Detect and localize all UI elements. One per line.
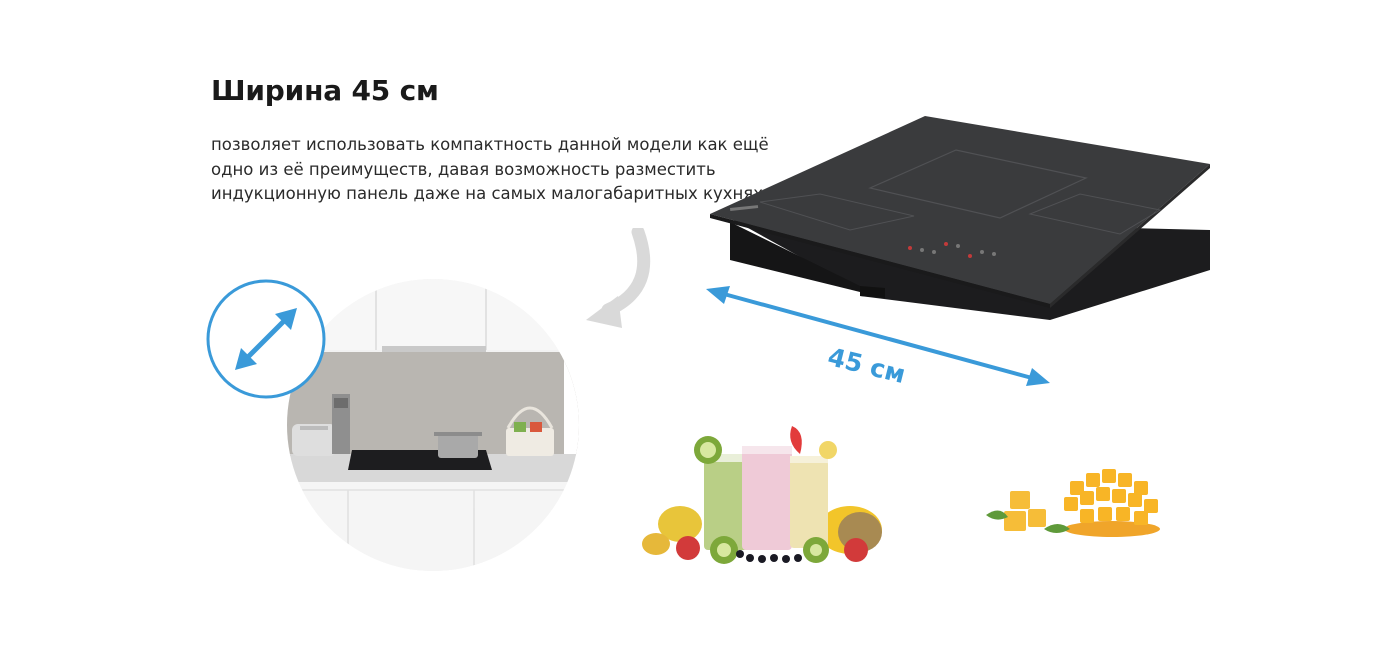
smoothies-image bbox=[642, 426, 882, 564]
mango-image bbox=[986, 469, 1160, 537]
induction-hob-image bbox=[710, 116, 1210, 320]
curved-arrow-icon bbox=[586, 228, 651, 328]
double-arrow-icon bbox=[706, 286, 1050, 386]
diagonal-resize-icon bbox=[206, 279, 326, 399]
description-text: позволяет использовать компактность данн… bbox=[211, 135, 769, 203]
page-title: Ширина 45 см bbox=[211, 74, 439, 107]
kitchen-photo bbox=[287, 279, 579, 571]
